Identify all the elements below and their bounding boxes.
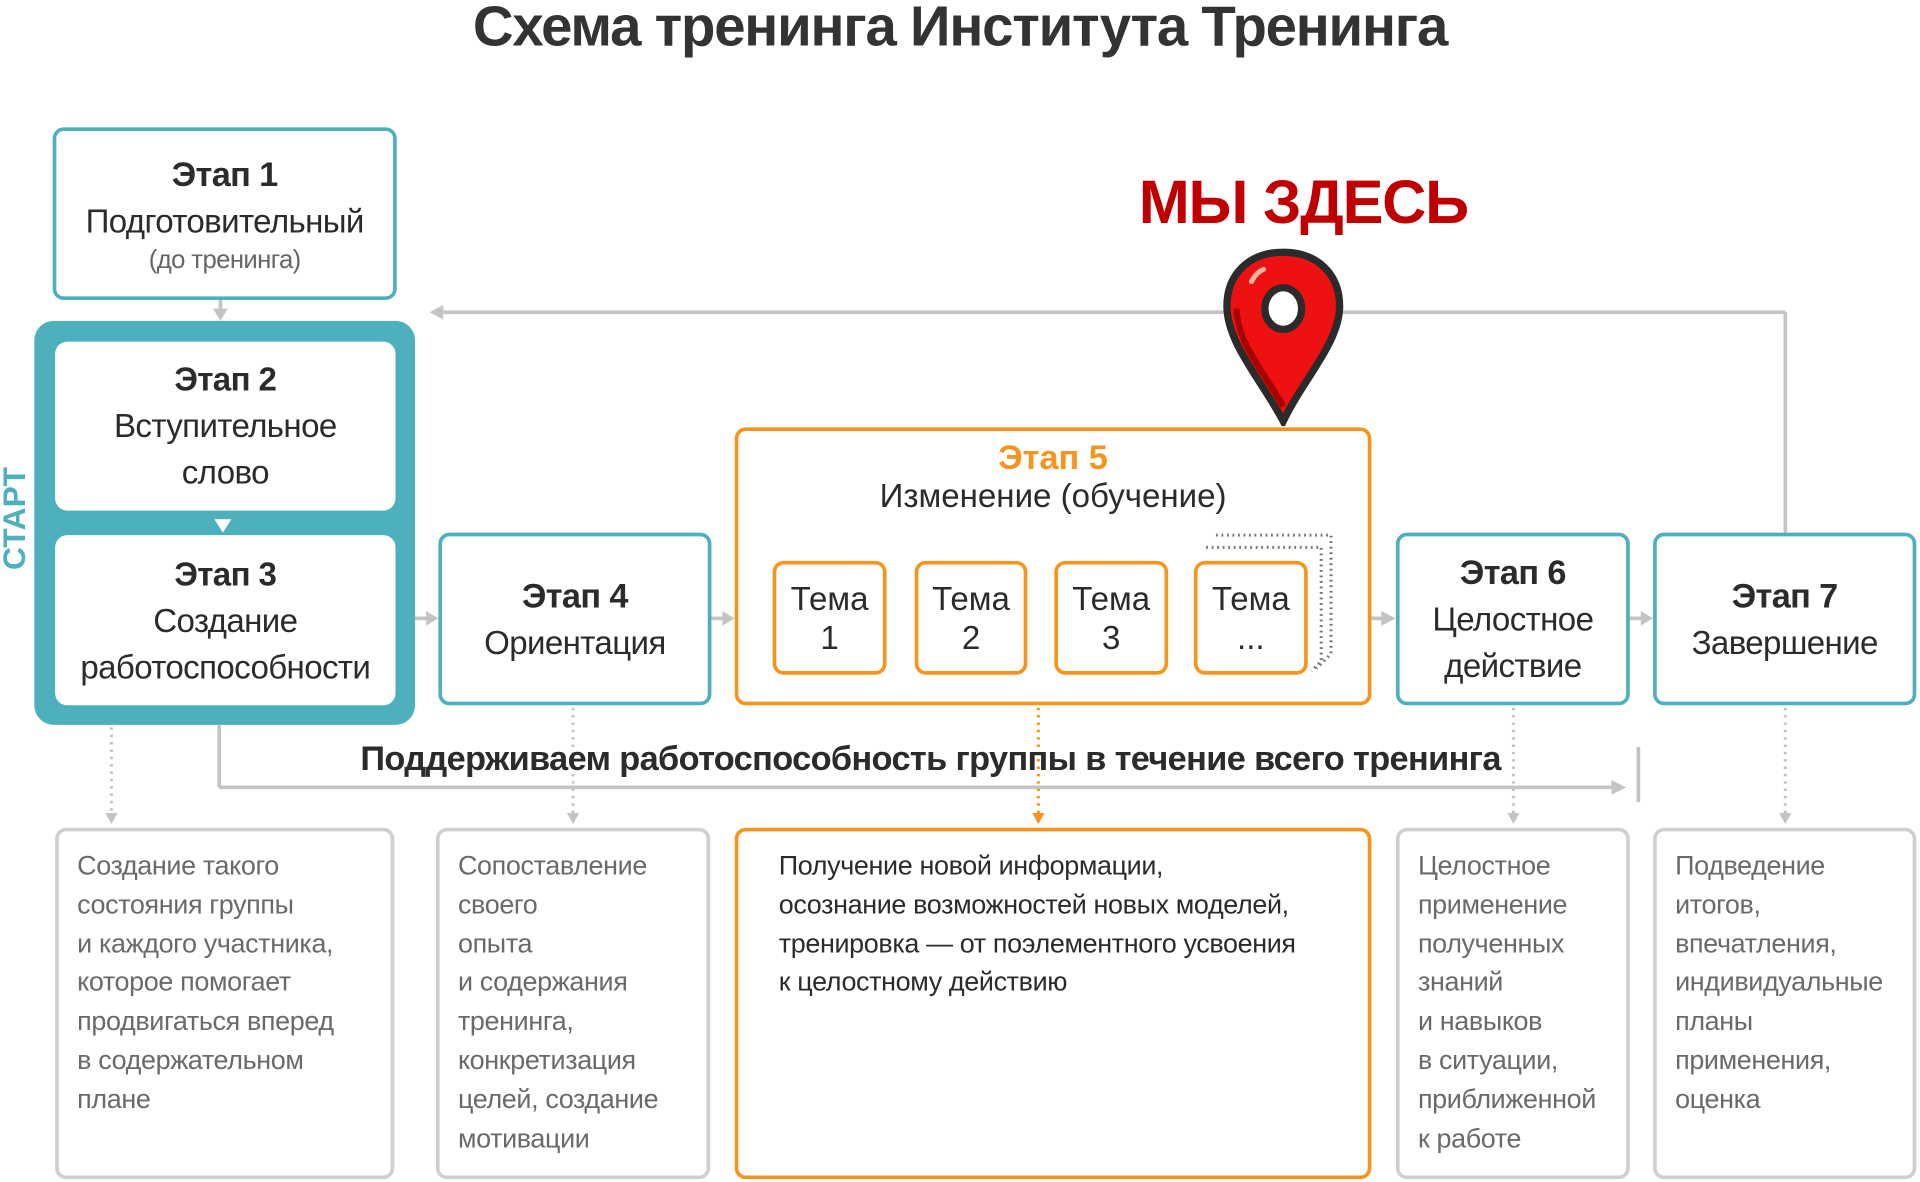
stage-3-box: Этап 3 Создание работоспособности bbox=[55, 535, 396, 706]
description-line: приближенной bbox=[1417, 1083, 1596, 1115]
description-line: Подведение bbox=[1675, 849, 1825, 881]
stage-6-box: Этап 6 Целостное действие bbox=[1395, 532, 1630, 706]
arrowhead bbox=[213, 308, 228, 321]
stage-4-box: Этап 4 Ориентация bbox=[438, 532, 712, 706]
description-line: к работе bbox=[1417, 1122, 1522, 1153]
stage-1-note: (до тренинга) bbox=[148, 245, 302, 274]
stage-1-name: Этап 1 bbox=[171, 154, 278, 193]
stage-4-title: Ориентация bbox=[484, 623, 666, 661]
stage-7-name: Этап 7 bbox=[1731, 576, 1838, 615]
description-line: Целостное bbox=[1417, 849, 1551, 881]
topic-number: 3 bbox=[1102, 618, 1121, 656]
stage-7-description: Подведение итогов, впечатления, индивидуаль… bbox=[1653, 827, 1917, 1180]
description-line: плане bbox=[77, 1083, 151, 1115]
description-line: планы bbox=[1675, 1005, 1753, 1037]
topic-label: Тема bbox=[1072, 579, 1151, 617]
topic-number: 2 bbox=[961, 618, 981, 656]
description-line: Сопоставление bbox=[457, 849, 647, 881]
description-line: опыта bbox=[457, 927, 533, 959]
start-label: СТАРТ bbox=[0, 467, 33, 571]
stage-4-description: Сопоставление своего опыта и содержания трен… bbox=[435, 827, 711, 1180]
arrowhead bbox=[429, 304, 444, 320]
description-line: мотивации bbox=[457, 1122, 590, 1153]
description-line: своего bbox=[457, 888, 538, 920]
description-line: применение bbox=[1417, 888, 1568, 920]
description-line: Получение новой информации, bbox=[778, 849, 1164, 881]
stage-5-title: Изменение (обучение) bbox=[879, 477, 1227, 515]
stage-3-title: Создание bbox=[153, 601, 298, 639]
stage-1-box: Этап 1 Подготовительный (до тренинга) bbox=[52, 127, 397, 301]
we-are-here-label: МЫ ЗДЕСЬ bbox=[1138, 167, 1469, 237]
more-topics-stack-icon bbox=[1206, 533, 1333, 673]
description-line: которое помогает bbox=[77, 966, 291, 998]
description-line: и каждого участника, bbox=[77, 927, 334, 959]
stage-2-box: Этап 2 Вступительное слово bbox=[55, 341, 396, 511]
topic-more: Тема... bbox=[1193, 560, 1308, 675]
stage-6-description: Целостное применение полученных знаний и нав… bbox=[1395, 827, 1630, 1180]
stage-2-title: слово bbox=[181, 454, 270, 492]
topic-number: ... bbox=[1237, 618, 1265, 656]
stage-3-name: Этап 3 bbox=[174, 555, 277, 593]
topic-number: 1 bbox=[820, 618, 839, 656]
description-line: в ситуации, bbox=[1417, 1044, 1559, 1076]
description-line: знаний bbox=[1417, 966, 1503, 998]
topic-label: Тема bbox=[1211, 579, 1290, 617]
description-line: итогов, bbox=[1675, 888, 1761, 920]
stage-6-title: Целостное bbox=[1432, 600, 1594, 638]
support-label: Поддерживаем работоспособность группы в … bbox=[360, 739, 1501, 778]
stage-5-name: Этап 5 bbox=[998, 438, 1108, 477]
description-line: в содержательном bbox=[77, 1044, 304, 1076]
stage-2-name: Этап 2 bbox=[174, 361, 277, 398]
stage-6-title: действие bbox=[1444, 647, 1582, 684]
description-line: оценка bbox=[1675, 1083, 1761, 1115]
arrow-down-icon bbox=[214, 519, 232, 533]
description-line: впечатления, bbox=[1675, 927, 1837, 959]
page-title: Схема тренинга Института Тренинга bbox=[472, 0, 1448, 58]
description-line: продвигаться вперед bbox=[77, 1005, 334, 1037]
topic-label: Тема bbox=[790, 579, 869, 617]
start-group: Этап 2 Вступительное слово Этап 3 Создан… bbox=[34, 320, 416, 725]
description-line: тренировка — от поэлементного усвоения bbox=[778, 927, 1296, 959]
description-line: и содержания bbox=[457, 966, 628, 998]
description-line: целей, создание bbox=[457, 1083, 659, 1115]
description-line: полученных bbox=[1417, 927, 1565, 959]
description-line: конкретизация bbox=[457, 1044, 636, 1076]
stage-4-name: Этап 4 bbox=[521, 576, 628, 615]
description-line: к целостному действию bbox=[778, 966, 1068, 998]
description-line: применения, bbox=[1675, 1044, 1832, 1076]
topic-label: Тема bbox=[932, 579, 1010, 617]
description-line: и навыков bbox=[1417, 1005, 1543, 1037]
stage-1-title: Подготовительный bbox=[85, 202, 365, 240]
stage-5-description: Получение новой информации, осознание воз… bbox=[734, 827, 1372, 1180]
stage-7-box: Этап 7 Завершение bbox=[1653, 532, 1917, 706]
stage-7-title: Завершение bbox=[1691, 623, 1879, 661]
stage-3-description: Создание такого состояния группы и каждого… bbox=[55, 827, 395, 1180]
map-pin-icon bbox=[1223, 248, 1344, 427]
description-line: тренинга, bbox=[457, 1005, 574, 1037]
description-line: состояния группы bbox=[77, 888, 294, 920]
stage-6-name: Этап 6 bbox=[1459, 552, 1566, 591]
description-line: осознание возможностей новых моделей, bbox=[778, 888, 1289, 920]
description-line: Создание такого bbox=[77, 849, 279, 881]
description-line: индивидуальные bbox=[1675, 966, 1883, 998]
stage-2-title: Вступительное bbox=[113, 407, 337, 445]
stage-3-title: работоспособности bbox=[80, 648, 371, 686]
